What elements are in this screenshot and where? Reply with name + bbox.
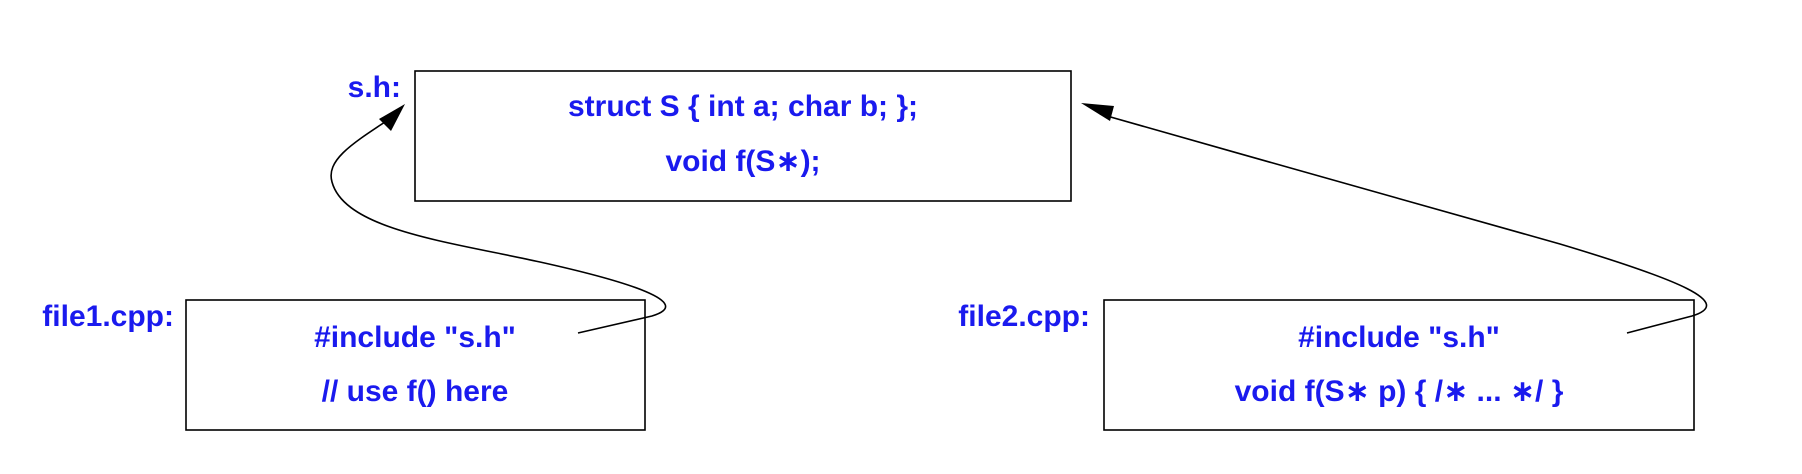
file1-box [185,299,646,431]
header-file-line-2: void f(S∗); [665,145,820,178]
file1-line-1: #include "s.h" [314,321,516,354]
file2-line-2: void f(S∗ p) { /∗ ... ∗/ } [1235,375,1564,408]
file1-label: file1.cpp: [42,300,174,333]
file1-include-arrow-head [379,104,405,131]
header-file-line-1: struct S { int a; char b; }; [568,90,918,123]
header-file-box [414,70,1072,202]
file2-include-arrow-head [1081,103,1114,121]
file2-line-1: #include "s.h" [1298,321,1500,354]
header-file-label: s.h: [348,71,401,104]
file1-include-arrow-line [330,121,667,334]
file2-label: file2.cpp: [958,300,1090,333]
file2-include-arrow-line [1099,113,1708,334]
file1-line-2: // use f() here [322,375,509,408]
file2-box [1103,299,1695,431]
